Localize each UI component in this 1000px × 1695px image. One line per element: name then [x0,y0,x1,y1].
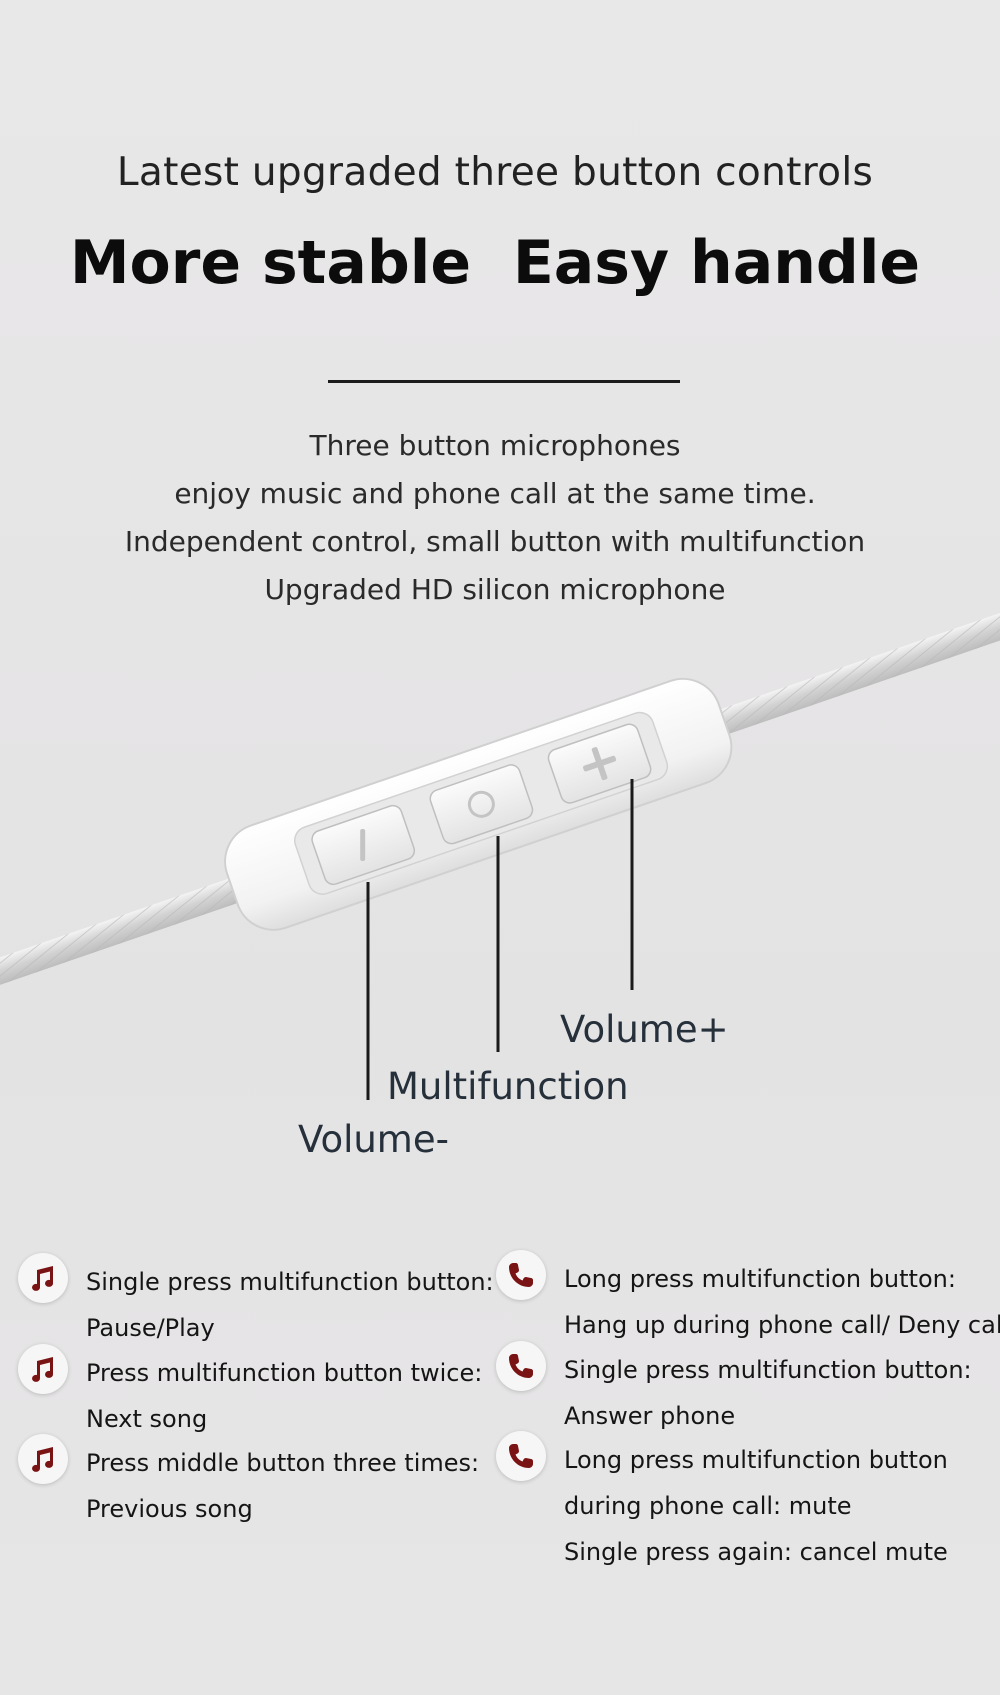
music-note-icon [18,1253,68,1303]
feature-line: Pause/Play [86,1314,215,1342]
phone-icon [496,1341,546,1391]
volume-down-button [311,804,416,886]
feature-line: Previous song [86,1495,253,1523]
description-line: Independent control, small button with m… [124,525,866,558]
feature-line: Single press multifunction button: [86,1268,494,1296]
feature-previous-song: Press middle button three times: Previou… [18,1434,479,1532]
feature-line: Press middle button three times: [86,1449,480,1477]
multifunction-label: Multifunction [387,1065,629,1108]
feature-pause-play: Single press multifunction button: Pause… [18,1253,494,1351]
feature-line: Long press multifunction button [564,1446,948,1474]
description-line: enjoy music and phone call at the same t… [174,477,816,510]
volume-up-label: Volume+ [560,1008,729,1051]
feature-line: Single press multifunction button: [564,1356,972,1384]
phone-icon [496,1250,546,1300]
music-note-icon [18,1434,68,1484]
feature-mute: Long press multifunction button during p… [496,1431,948,1575]
description-line: Three button microphones [309,429,681,462]
phone-icon [496,1431,546,1481]
remote-control-illustration [0,560,1000,1100]
feature-line: Press multifunction button twice: [86,1359,483,1387]
feature-next-song: Press multifunction button twice: Next s… [18,1344,482,1442]
divider-line [328,380,680,383]
feature-line: Next song [86,1405,208,1433]
feature-answer-phone: Single press multifunction button: Answe… [496,1341,972,1439]
multifunction-button [429,764,534,845]
volume-down-label: Volume- [298,1118,449,1161]
music-note-icon [18,1344,68,1394]
feature-line: Answer phone [564,1402,736,1430]
feature-line: during phone call: mute [564,1492,852,1520]
volume-up-button [547,723,652,804]
feature-line: Long press multifunction button: [564,1265,956,1293]
feature-line: Single press again: cancel mute [564,1538,948,1566]
feature-hang-up: Long press multifunction button: Hang up… [496,1250,1000,1348]
description-block: Three button microphones enjoy music and… [0,422,990,614]
page-subtitle: Latest upgraded three button controls [116,150,874,195]
feature-line: Hang up during phone call/ Deny call [564,1311,1000,1339]
page-headline: More stable Easy handle [69,228,921,298]
description-line: Upgraded HD silicon microphone [264,573,726,606]
